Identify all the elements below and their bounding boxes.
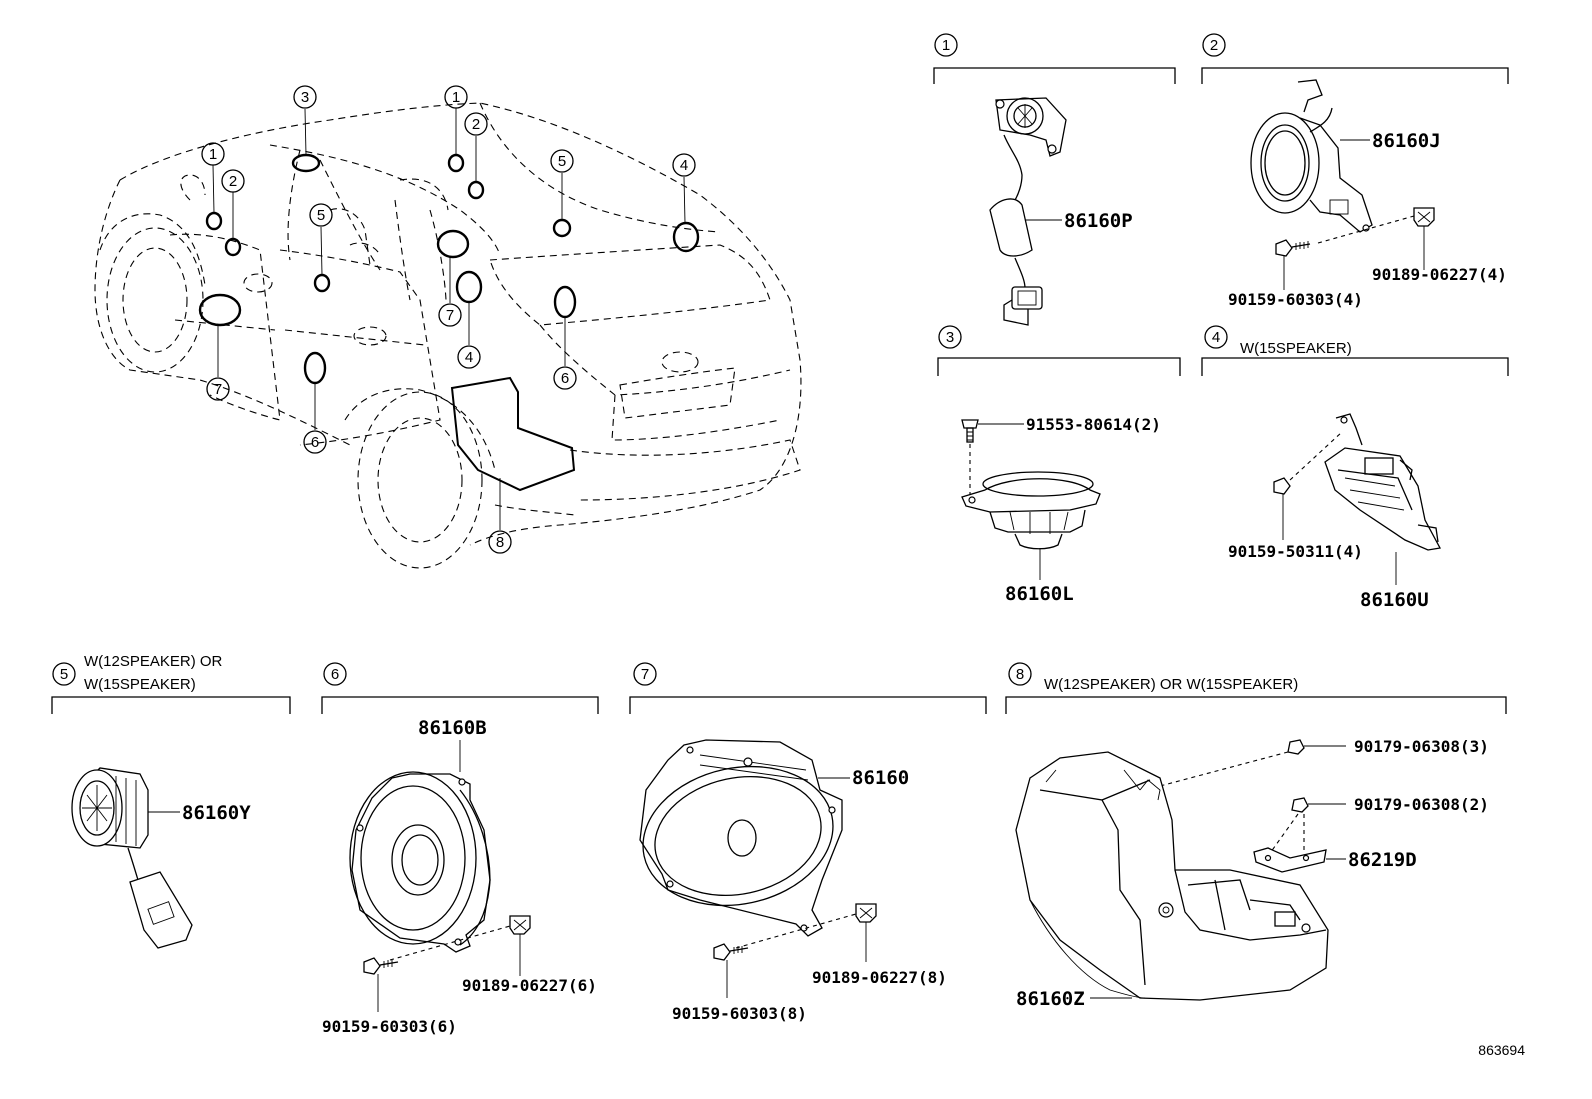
clip-90189-06227-8-drawing bbox=[855, 903, 877, 923]
part-90159-60303-8: 90159-60303(8) bbox=[672, 1004, 807, 1023]
speaker-86160J-drawing bbox=[1250, 79, 1373, 233]
section-8-number: 8 bbox=[1016, 666, 1024, 683]
overview-callout-6b: 6 bbox=[303, 430, 327, 454]
nut-90179-06308-3-drawing bbox=[1287, 739, 1305, 755]
screw-91553-80614-drawing bbox=[961, 419, 979, 443]
clip-90189-06227-6-drawing bbox=[509, 915, 531, 935]
part-86160P: 86160P bbox=[1064, 210, 1133, 232]
section-7: 7 86160 90189-06227(8) 90159 bbox=[629, 662, 987, 1023]
svg-text:5: 5 bbox=[558, 153, 566, 170]
part-86160B: 86160B bbox=[418, 717, 487, 739]
overview-callout-4a: 4 bbox=[672, 153, 696, 177]
section-6: 6 86160B 90189-06227(6) 90159-60303 bbox=[321, 662, 599, 1036]
part-90159-60303-6: 90159-60303(6) bbox=[322, 1017, 457, 1036]
section-1: 1 86160P bbox=[933, 33, 1176, 326]
part-86160Y: 86160Y bbox=[182, 802, 251, 824]
part-86219D: 86219D bbox=[1348, 849, 1417, 871]
overview-callout-2a: 2 bbox=[221, 169, 245, 193]
section-4-number: 4 bbox=[1212, 329, 1220, 346]
part-86160: 86160 bbox=[852, 767, 909, 789]
speaker-86160U-drawing bbox=[1324, 413, 1442, 551]
screw-90159-60303-6-drawing bbox=[363, 957, 399, 975]
svg-text:4: 4 bbox=[680, 157, 688, 174]
svg-text:2: 2 bbox=[472, 116, 480, 133]
svg-text:7: 7 bbox=[446, 307, 454, 324]
clip-90189-06227-drawing bbox=[1413, 207, 1435, 227]
subwoofer-86160Z-drawing bbox=[1015, 751, 1329, 1001]
part-90179-06308-3: 90179-06308(3) bbox=[1354, 737, 1489, 756]
section-1-number: 1 bbox=[942, 37, 950, 54]
svg-text:6: 6 bbox=[311, 434, 319, 451]
speaker-86160B-drawing bbox=[349, 771, 491, 953]
overview-callout-1a: 1 bbox=[201, 142, 225, 166]
tweeter-86160Y-drawing bbox=[71, 767, 193, 949]
svg-text:1: 1 bbox=[452, 89, 460, 106]
nut-90179-06308-2-drawing bbox=[1291, 797, 1309, 813]
section-8-condition: W(12SPEAKER) OR W(15SPEAKER) bbox=[1044, 676, 1298, 693]
svg-text:5: 5 bbox=[317, 207, 325, 224]
part-90159-50311-4: 90159-50311(4) bbox=[1228, 542, 1363, 561]
overview-callout-6a: 6 bbox=[553, 366, 577, 390]
overview-callout-1b: 1 bbox=[444, 85, 468, 109]
overview-callout-4b: 4 bbox=[457, 345, 481, 369]
svg-text:2: 2 bbox=[229, 173, 237, 190]
section-4: 4 W(15SPEAKER) 90159-50311(4) 86160U bbox=[1201, 325, 1509, 611]
vehicle-overview: 1 2 3 1 2 5 4 5 7 6 7 4 6 8 bbox=[94, 85, 802, 569]
svg-text:1: 1 bbox=[209, 146, 217, 163]
section-7-number: 7 bbox=[641, 666, 649, 683]
speaker-86160-drawing bbox=[639, 739, 843, 937]
section-5-condition-line-1: W(12SPEAKER) OR bbox=[84, 653, 223, 670]
svg-text:7: 7 bbox=[214, 381, 222, 398]
svg-text:8: 8 bbox=[496, 534, 504, 551]
part-90189-06227-6: 90189-06227(6) bbox=[462, 976, 597, 995]
part-90159-60303-4: 90159-60303(4) bbox=[1228, 290, 1363, 309]
section-2: 2 86160J 90189-06227(4) 90159-60 bbox=[1201, 33, 1509, 309]
overview-callout-5b: 5 bbox=[309, 203, 333, 227]
screw-90159-50311-drawing bbox=[1273, 477, 1291, 495]
overview-callout-8: 8 bbox=[488, 530, 512, 554]
section-4-condition: W(15SPEAKER) bbox=[1240, 340, 1352, 357]
part-86160J: 86160J bbox=[1372, 130, 1441, 152]
overview-callout-7a: 7 bbox=[438, 303, 462, 327]
screw-90159-60303-8-drawing bbox=[713, 943, 749, 961]
bracket-86219D-drawing bbox=[1253, 847, 1327, 873]
svg-text:6: 6 bbox=[561, 370, 569, 387]
section-5-number: 5 bbox=[60, 666, 68, 683]
screw-90159-60303-drawing bbox=[1275, 239, 1311, 257]
part-90189-06227-4: 90189-06227(4) bbox=[1372, 265, 1507, 284]
tweeter-86160P-drawing bbox=[989, 97, 1067, 326]
part-86160L: 86160L bbox=[1005, 583, 1074, 605]
section-6-number: 6 bbox=[331, 666, 339, 683]
speaker-86160L-drawing bbox=[961, 471, 1101, 550]
overview-callout-7b: 7 bbox=[206, 377, 230, 401]
overview-callout-2b: 2 bbox=[464, 112, 488, 136]
svg-text:3: 3 bbox=[301, 89, 309, 106]
svg-text:4: 4 bbox=[465, 349, 473, 366]
overview-callout-3: 3 bbox=[293, 85, 317, 109]
section-3-number: 3 bbox=[946, 329, 954, 346]
part-86160U: 86160U bbox=[1360, 589, 1429, 611]
part-86160Z: 86160Z bbox=[1016, 988, 1085, 1010]
section-8: 8 W(12SPEAKER) OR W(15SPEAKER) 90179-063… bbox=[1005, 662, 1507, 1010]
overview-callout-5a: 5 bbox=[550, 149, 574, 173]
part-91553-80614-2: 91553-80614(2) bbox=[1026, 415, 1161, 434]
section-5-condition-line-2: W(15SPEAKER) bbox=[84, 676, 196, 693]
section-5: 5 W(12SPEAKER) OR W(15SPEAKER) 86160Y bbox=[51, 653, 291, 949]
diagram-reference-number: 863694 bbox=[1478, 1042, 1525, 1058]
section-2-number: 2 bbox=[1210, 37, 1218, 54]
part-90179-06308-2: 90179-06308(2) bbox=[1354, 795, 1489, 814]
section-3: 3 91553-80614(2) 86160L bbox=[937, 325, 1181, 605]
part-90189-06227-8: 90189-06227(8) bbox=[812, 968, 947, 987]
